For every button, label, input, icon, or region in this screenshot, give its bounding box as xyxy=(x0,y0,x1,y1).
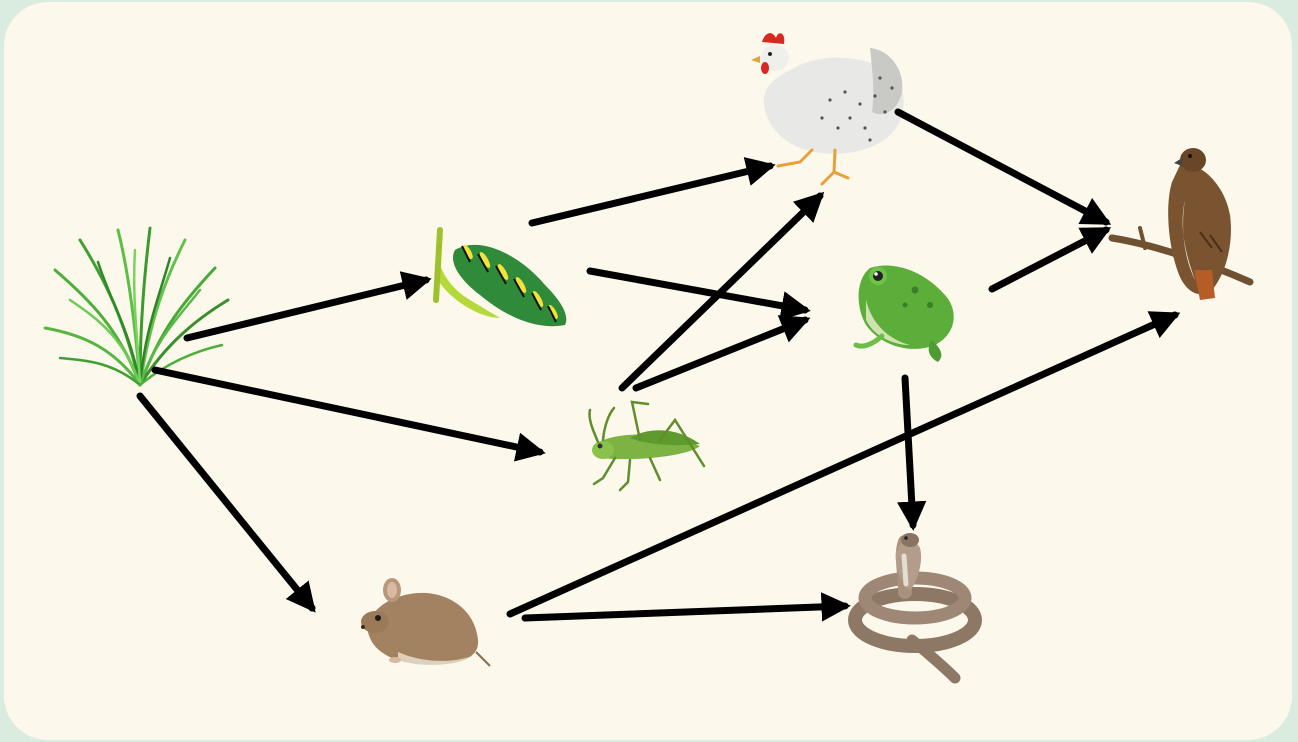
arrow-grass-to-grasshopper xyxy=(155,370,540,452)
grasshopper-icon xyxy=(589,402,704,490)
snake-icon xyxy=(855,533,975,678)
arrow-grass-to-caterpillar xyxy=(187,280,426,338)
arrows xyxy=(140,112,1175,618)
hawk-icon xyxy=(1112,148,1250,300)
chicken-icon xyxy=(751,33,904,184)
frog-icon xyxy=(856,266,954,362)
grass-icon xyxy=(45,228,228,385)
arrow-grass-to-mouse xyxy=(140,396,312,608)
mouse-icon xyxy=(361,578,490,666)
caterpillar-icon xyxy=(436,230,566,326)
arrow-mouse-to-snake xyxy=(525,606,845,618)
arrow-frog-to-hawk xyxy=(992,230,1106,289)
arrow-frog-to-snake xyxy=(905,378,913,525)
arrow-caterpillar-to-chicken xyxy=(532,166,770,223)
arrow-grasshopper-to-chicken xyxy=(622,196,820,388)
arrow-caterpillar-to-frog xyxy=(590,271,805,310)
arrow-chicken-to-hawk xyxy=(898,112,1106,222)
